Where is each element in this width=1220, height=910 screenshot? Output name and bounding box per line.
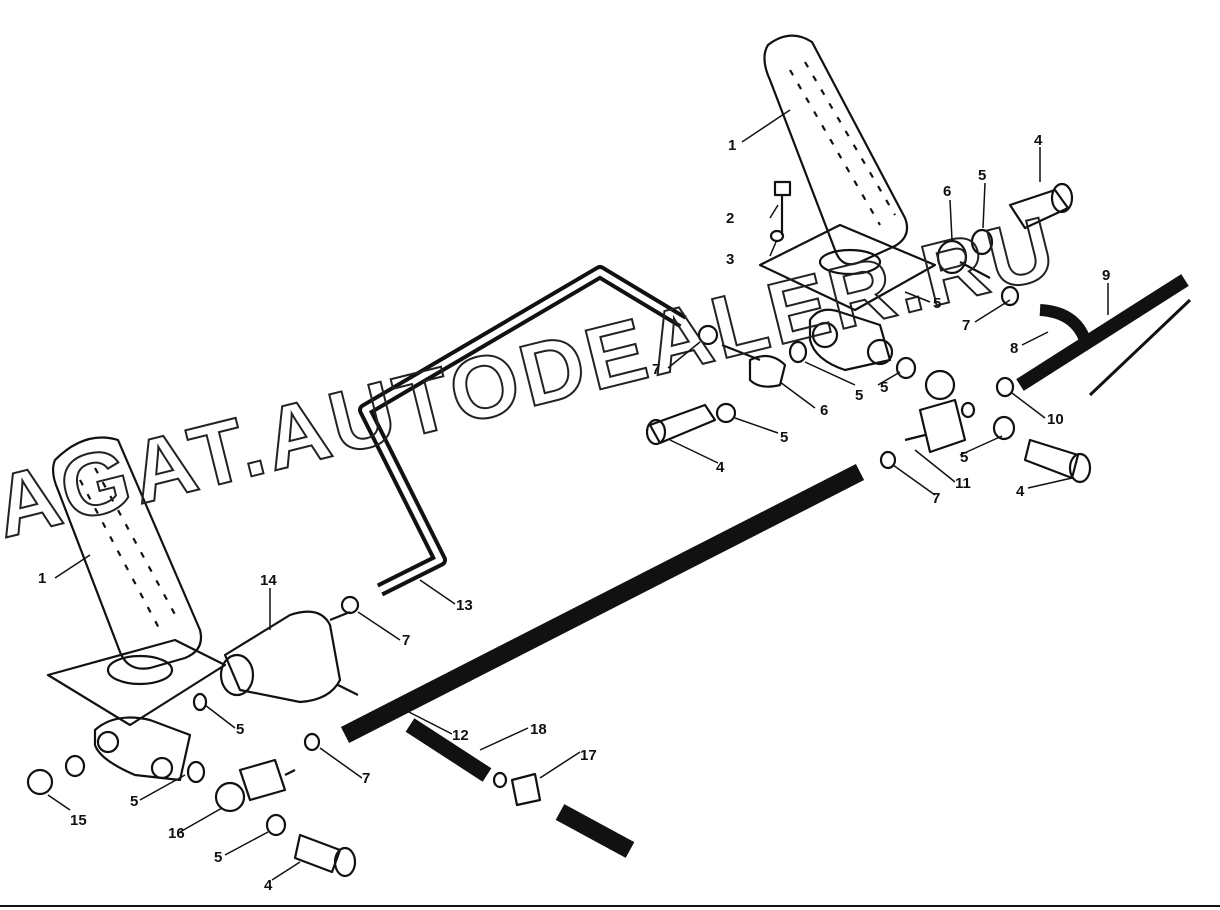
callout-label: 8 [1010,340,1018,357]
callout-label: 18 [530,721,547,738]
hose-12 [340,463,865,744]
callout-label: 7 [652,361,660,378]
callout-label: 9 [1102,267,1110,284]
callout-label: 6 [943,183,951,200]
callout-label: 17 [580,747,597,764]
callout-label: 10 [1047,411,1064,428]
callout-label: 1 [38,570,46,587]
callout-label: 6 [820,402,828,419]
callout-label: 16 [168,825,185,842]
callout-label: 7 [362,770,370,787]
callout-label: 5 [855,387,863,404]
callout-label: 7 [962,317,970,334]
callout-label: 3 [726,251,734,268]
middle-connectors [645,324,1092,484]
callout-label: 14 [260,572,277,589]
callout-label: 4 [1034,132,1043,149]
callout-label: 5 [780,429,788,446]
callout-label: 4 [716,459,725,476]
callout-label: 12 [452,727,469,744]
lower-pedal-assembly [26,436,635,878]
callout-label: 1 [728,137,736,154]
callout-label: 4 [264,877,273,894]
callout-label: 15 [70,812,87,829]
watermark: AGAT.AUTODEALER.RU [0,197,1067,557]
callout-label: 13 [456,597,473,614]
callout-label: 5 [960,449,968,466]
callout-label: 7 [402,632,410,649]
callout-label: 5 [130,793,138,810]
callout-label: 5 [214,849,222,866]
callout-label: 5 [880,379,888,396]
callout-label: 4 [1016,483,1025,500]
callout-label: 5 [978,167,986,184]
callout-label: 5 [236,721,244,738]
leader-lines [47,109,1109,881]
callout-label: 5 [933,295,941,312]
callout-label: 11 [955,475,971,492]
upper-pedal-assembly [758,34,1192,398]
callout-label: 7 [932,490,940,507]
callout-labels: 1 2 3 4 5 6 5 7 9 7 8 5 5 6 5 10 4 5 11 … [38,132,1110,894]
callout-label: 2 [726,210,734,227]
